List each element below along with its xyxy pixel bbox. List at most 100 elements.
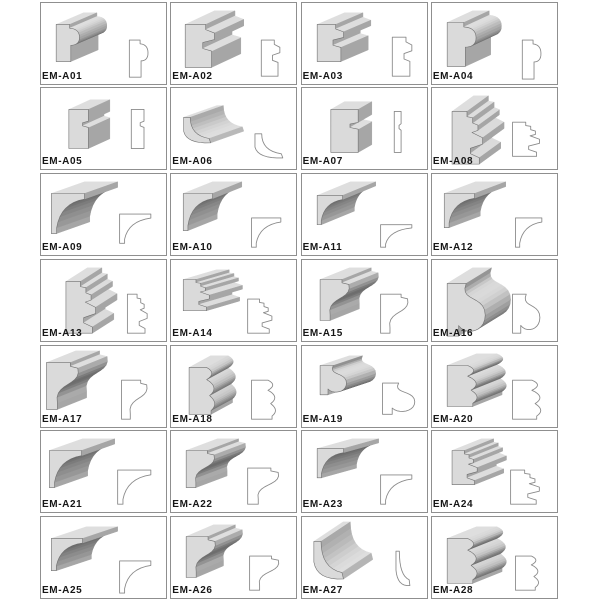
item-code: EM-A15 — [302, 327, 343, 339]
molding-3d-render — [186, 439, 247, 489]
molding-3d-render — [50, 526, 118, 572]
molding-illustration — [313, 521, 410, 587]
catalog-item: EM-A06 — [170, 87, 298, 171]
molding-end-cap — [446, 21, 477, 67]
molding-3d-render — [65, 267, 118, 334]
molding-3d-render — [446, 353, 507, 407]
molding-end-cap — [68, 109, 89, 150]
molding-illustration — [50, 181, 152, 244]
molding-3d-render — [319, 355, 376, 395]
molding-illustration — [316, 12, 412, 77]
molding-end-cap — [451, 111, 483, 165]
molding-3d-render — [183, 105, 245, 144]
item-code: EM-A03 — [302, 70, 343, 82]
molding-end-cap — [446, 538, 478, 584]
profile-drawing — [128, 39, 149, 78]
profile-drawing — [121, 379, 148, 420]
molding-3d-render — [316, 181, 376, 226]
molding-3d-render — [451, 439, 507, 486]
catalog-item: EM-A28 — [430, 516, 558, 600]
molding-3d-render — [189, 355, 237, 415]
molding-end-cap — [183, 193, 214, 231]
molding-end-cap — [50, 193, 85, 234]
molding-illustration — [183, 105, 284, 159]
item-code: EM-A21 — [42, 499, 83, 511]
molding-illustration — [316, 439, 412, 506]
item-code: EM-A01 — [42, 70, 83, 82]
item-code: EM-A06 — [172, 156, 213, 168]
profile-drawing — [254, 133, 284, 159]
catalog-item: EM-A24 — [430, 430, 558, 514]
item-code: EM-A25 — [42, 585, 83, 597]
catalog-item: EM-A25 — [40, 516, 167, 600]
profile-drawing — [514, 555, 539, 591]
catalog-item: EM-A19 — [300, 344, 428, 428]
molding-3d-render — [186, 524, 244, 579]
catalog-item: EM-A16 — [430, 258, 558, 342]
molding-illustration — [46, 350, 148, 420]
molding-end-cap — [65, 281, 96, 334]
catalog-item: EM-A12 — [430, 173, 558, 257]
molding-illustration — [183, 269, 273, 334]
profile-drawing — [251, 379, 277, 420]
profile-drawing — [130, 109, 145, 150]
item-code: EM-A28 — [432, 585, 474, 597]
catalog-item: EM-A13 — [40, 258, 167, 342]
profile-drawing — [512, 379, 542, 420]
profile-drawing — [117, 470, 152, 506]
molding-3d-render — [319, 267, 379, 321]
item-code: EM-A22 — [172, 499, 213, 511]
profile-drawing — [512, 122, 540, 158]
molding-end-cap — [46, 361, 79, 410]
molding-illustration — [68, 99, 145, 150]
catalog-item: EM-A17 — [40, 344, 167, 428]
molding-illustration — [185, 10, 281, 77]
molding-end-cap — [316, 195, 343, 226]
molding-illustration — [451, 439, 540, 506]
molding-illustration — [446, 526, 539, 591]
molding-illustration — [451, 95, 540, 165]
profile-drawing — [381, 382, 415, 415]
molding-illustration — [186, 439, 280, 506]
molding-3d-render — [185, 10, 245, 68]
molding-3d-render — [49, 439, 115, 489]
item-code: EM-A07 — [302, 156, 343, 168]
item-code: EM-A05 — [42, 156, 83, 168]
item-code: EM-A04 — [432, 70, 474, 82]
catalog-item: EM-A08 — [430, 87, 558, 171]
molding-3d-render — [446, 10, 502, 67]
molding-end-cap — [313, 541, 344, 580]
catalog-item: EM-A15 — [300, 258, 428, 342]
molding-illustration — [49, 439, 152, 506]
catalog-item: EM-A02 — [170, 1, 298, 85]
item-code: EM-A13 — [42, 327, 83, 339]
profile-drawing — [510, 470, 540, 506]
molding-end-cap — [446, 283, 486, 337]
molding-end-cap — [186, 450, 215, 489]
catalog-item: EM-A20 — [430, 344, 558, 428]
item-code: EM-A26 — [172, 585, 213, 597]
molding-illustration — [50, 526, 152, 594]
catalog-item: EM-A10 — [170, 173, 298, 257]
molding-3d-render — [313, 521, 373, 580]
molding-illustration — [186, 524, 280, 591]
molding-end-cap — [50, 538, 83, 572]
molding-illustration — [443, 181, 543, 248]
item-code: EM-A12 — [432, 242, 474, 254]
molding-3d-render — [183, 269, 243, 311]
catalog-item: EM-A09 — [40, 173, 167, 257]
molding-catalog-grid: EM-A01 EM-A02 EM-A03 EM-A04 EM-A05 EM-A0… — [40, 1, 558, 600]
molding-illustration — [330, 101, 402, 154]
item-code: EM-A16 — [432, 327, 474, 339]
molding-3d-render — [443, 181, 506, 229]
molding-illustration — [446, 353, 542, 420]
item-code: EM-A02 — [172, 70, 213, 82]
profile-drawing — [119, 560, 152, 594]
molding-end-cap — [319, 279, 350, 321]
item-code: EM-A24 — [432, 499, 474, 511]
molding-3d-render — [68, 99, 111, 150]
molding-end-cap — [443, 193, 475, 229]
molding-illustration — [183, 181, 282, 248]
molding-end-cap — [316, 23, 344, 62]
profile-drawing — [119, 213, 152, 244]
